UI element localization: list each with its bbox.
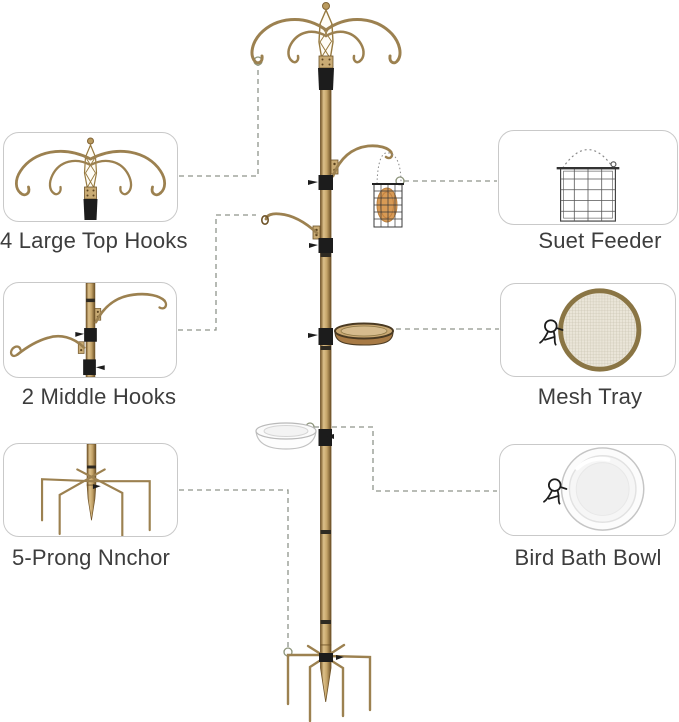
- callout-mesh-tray: [500, 283, 676, 377]
- label-middle-hooks: 2 Middle Hooks: [21, 384, 177, 409]
- top-hooks-topper: [250, 2, 402, 90]
- label-top-hooks: 4 Large Top Hooks: [0, 228, 188, 253]
- callout-suet-feeder: [498, 130, 678, 225]
- four-hook-topper-icon: [14, 137, 167, 220]
- label-suet-feeder: Suet Feeder: [538, 228, 662, 253]
- pole-mesh-tray: [308, 322, 394, 346]
- label-bird-bath: Bird Bath Bowl: [514, 545, 662, 570]
- right-middle-hook: [308, 144, 394, 190]
- callout-middle-hooks: [3, 282, 177, 378]
- suet-cage-icon: [556, 149, 620, 222]
- bird-bath-bowl-icon: [543, 447, 645, 531]
- hanging-suet-cage: [372, 152, 404, 228]
- clamp-icon: [539, 319, 564, 346]
- middle-hooks-icon: [9, 283, 168, 377]
- label-prong-anchor: 5-Prong Nnchor: [11, 545, 171, 570]
- callout-bird-bath: [499, 444, 676, 536]
- five-prong-anchor: [286, 643, 372, 722]
- connector-lines: [178, 65, 499, 647]
- mesh-tray-icon: [539, 288, 642, 372]
- callout-top-hooks: [3, 132, 178, 222]
- clamp-icon: [543, 478, 568, 505]
- five-prong-anchor-icon: [40, 444, 151, 536]
- label-mesh-tray: Mesh Tray: [537, 384, 643, 409]
- callout-prong-anchor: [3, 443, 178, 537]
- pole-bird-bath-bowl: [255, 422, 334, 450]
- left-middle-hook: [260, 212, 333, 253]
